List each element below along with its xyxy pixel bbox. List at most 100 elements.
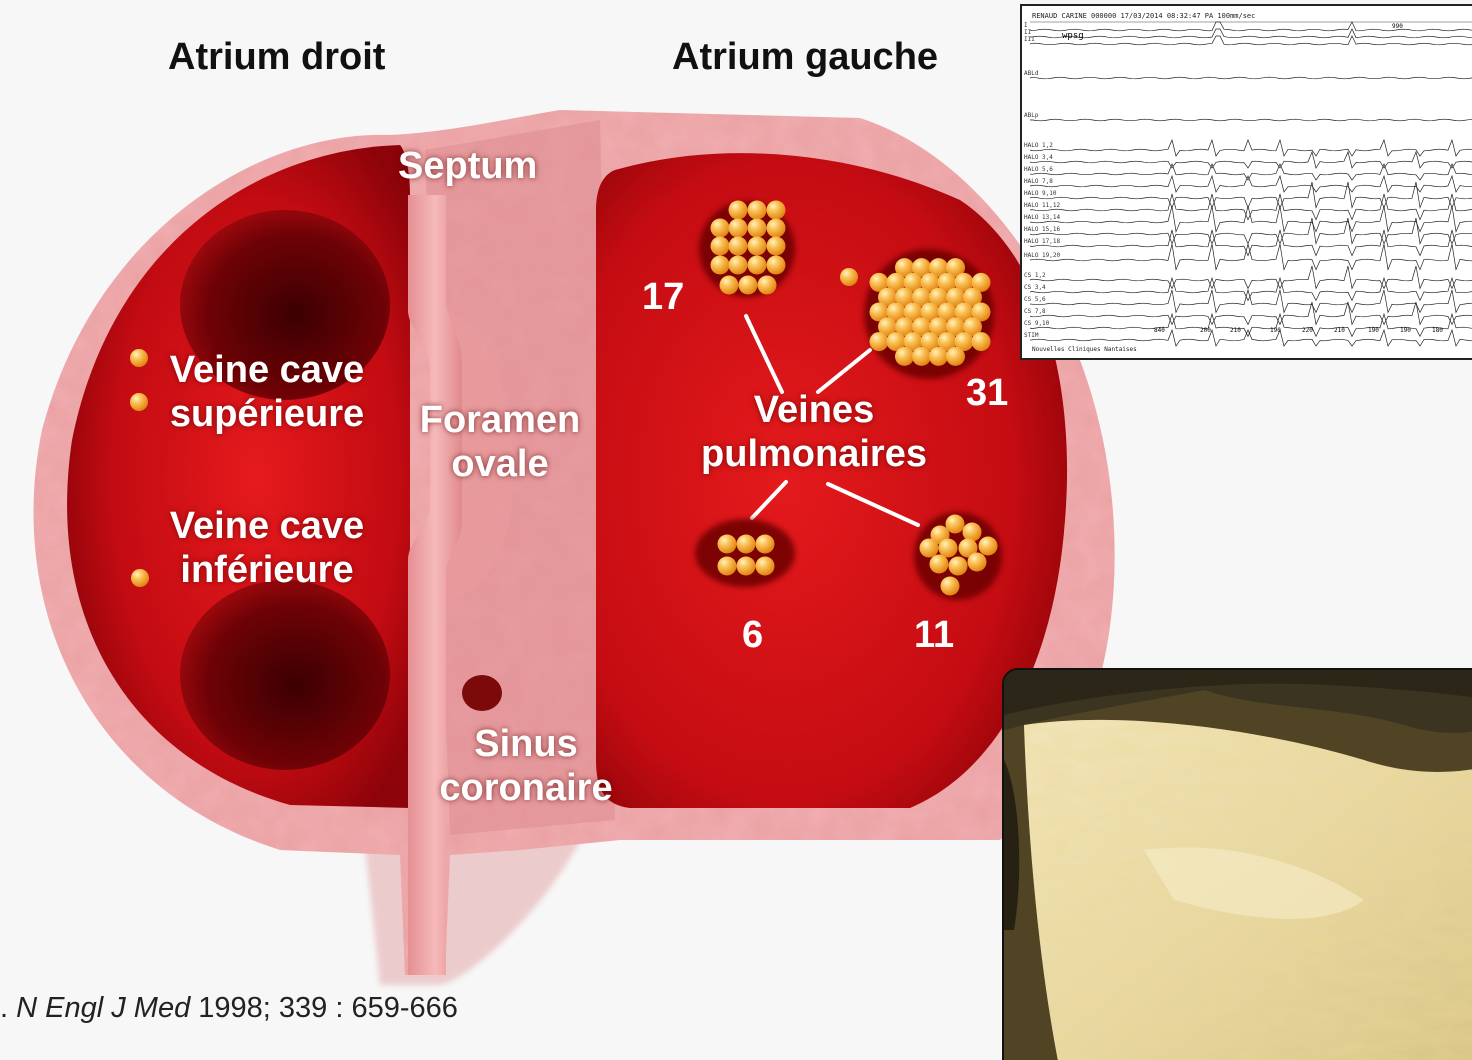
ecg-interval-label: 210 <box>1334 327 1345 334</box>
coronary-sinus-opening <box>462 675 502 711</box>
ecg-interval-label: 200 <box>1200 327 1211 334</box>
focus-dot <box>941 577 960 596</box>
label-foramen-line1: Foramen <box>408 398 592 442</box>
ecg-trace-line <box>1030 152 1472 168</box>
label-foramen-line2: ovale <box>408 442 592 486</box>
focus-dot <box>737 557 756 576</box>
focus-dot <box>767 256 786 275</box>
focus-dot <box>767 201 786 220</box>
label-vcs-line2: supérieure <box>154 392 380 436</box>
focus-dot <box>711 256 730 275</box>
ecg-tracing-panel: RENAUD CARINE 000000 17/03/2014 08:32:47… <box>1020 4 1472 360</box>
focus-dot <box>720 276 739 295</box>
focus-single-dot <box>130 393 148 411</box>
header-right-atrium: Atrium droit <box>168 36 385 79</box>
focus-single-dot <box>130 349 148 367</box>
ecg-traces: wpsg 990 840 200 210 190 220 210 190 190 180 <box>1022 6 1472 360</box>
anatomy-photo-image <box>1004 670 1472 1060</box>
focus-dot <box>718 557 737 576</box>
ecg-trace-line <box>1030 22 1472 31</box>
ecg-interval-label: 180 <box>1432 327 1443 334</box>
ecg-trace-line <box>1030 302 1472 324</box>
ecg-trace-line <box>1030 278 1472 300</box>
ecg-interval-label: 990 <box>1392 23 1403 30</box>
ecg-trace-line <box>1030 182 1472 208</box>
focus-dot <box>946 347 965 366</box>
focus-dot <box>756 557 775 576</box>
focus-dot <box>748 219 767 238</box>
label-pulm-line1: Veines <box>682 388 946 432</box>
focus-dot <box>767 237 786 256</box>
label-pulmonary-veins: Veines pulmonaires <box>682 388 946 476</box>
ecg-trace-line <box>1030 164 1472 180</box>
ref-journal: N Engl J Med <box>16 992 190 1024</box>
focus-dot <box>748 201 767 220</box>
focus-dot <box>930 555 949 574</box>
focus-dot <box>729 219 748 238</box>
focus-dot <box>729 201 748 220</box>
label-septum: Septum <box>398 144 537 188</box>
focus-dot <box>758 276 777 295</box>
focus-dot <box>711 219 730 238</box>
count-bottom-left: 6 <box>742 614 763 657</box>
focus-dot <box>729 256 748 275</box>
focus-dot <box>920 539 939 558</box>
count-top-left: 17 <box>642 276 684 319</box>
ecg-trace-line <box>1030 290 1472 312</box>
ref-prefix: . <box>0 992 16 1024</box>
focus-dot <box>949 557 968 576</box>
focus-dot <box>729 237 748 256</box>
ecg-interval-label: 210 <box>1230 327 1241 334</box>
label-vci-line1: Veine cave <box>154 504 380 548</box>
focus-dot <box>718 535 737 554</box>
focus-dot <box>895 347 914 366</box>
ref-citation: 1998; 339 : 659-666 <box>190 992 458 1024</box>
left-atrium-chamber <box>596 153 1067 808</box>
ecg-trace-line <box>1030 230 1472 256</box>
focus-dot <box>979 537 998 556</box>
ecg-interval-label: 190 <box>1400 327 1411 334</box>
focus-dot <box>870 332 889 351</box>
focus-dot <box>711 237 730 256</box>
focus-dot <box>968 553 987 572</box>
label-pulm-line2: pulmonaires <box>682 432 946 476</box>
focus-dot <box>748 237 767 256</box>
focus-dot <box>739 276 758 295</box>
count-top-right: 31 <box>966 372 1008 415</box>
ecg-trace-line <box>1030 266 1472 288</box>
label-vcs-line1: Veine cave <box>154 348 380 392</box>
focus-dot <box>963 523 982 542</box>
label-coronary-sinus: Sinus coronaire <box>426 722 626 810</box>
focus-dot <box>912 347 931 366</box>
ecg-interval-label: 220 <box>1302 327 1313 334</box>
focus-dot <box>939 539 958 558</box>
label-foramen-ovale: Foramen ovale <box>408 398 592 486</box>
ecg-annotation: wpsg <box>1062 31 1084 41</box>
ecg-trace-line <box>1030 206 1472 232</box>
anatomy-photo <box>1002 668 1472 1060</box>
focus-single-dot <box>131 569 149 587</box>
focus-dot <box>748 256 767 275</box>
ecg-trace-line <box>1030 140 1472 156</box>
label-vci-line2: inférieure <box>154 548 380 592</box>
ecg-trace-line <box>1030 77 1472 79</box>
label-sinus-line1: Sinus <box>426 722 626 766</box>
header-left-atrium: Atrium gauche <box>672 36 938 79</box>
focus-dot <box>972 332 991 351</box>
focus-dot <box>737 535 756 554</box>
ecg-interval-label: 190 <box>1270 327 1281 334</box>
focus-single-dot <box>840 268 858 286</box>
ecg-trace-line <box>1030 119 1472 121</box>
focus-dot <box>929 347 948 366</box>
inferior-vena-cava-opening <box>180 580 390 770</box>
label-inferior-vena-cava: Veine cave inférieure <box>154 504 380 592</box>
reference-citation: . N Engl J Med 1998; 339 : 659-666 <box>0 992 458 1025</box>
count-bottom-right: 11 <box>914 614 954 657</box>
ecg-trace-line <box>1030 176 1472 192</box>
label-sinus-line2: coronaire <box>426 766 626 810</box>
ecg-interval-label: 840 <box>1154 327 1165 334</box>
label-superior-vena-cava: Veine cave supérieure <box>154 348 380 436</box>
ecg-interval-label: 190 <box>1368 327 1379 334</box>
focus-dot <box>756 535 775 554</box>
